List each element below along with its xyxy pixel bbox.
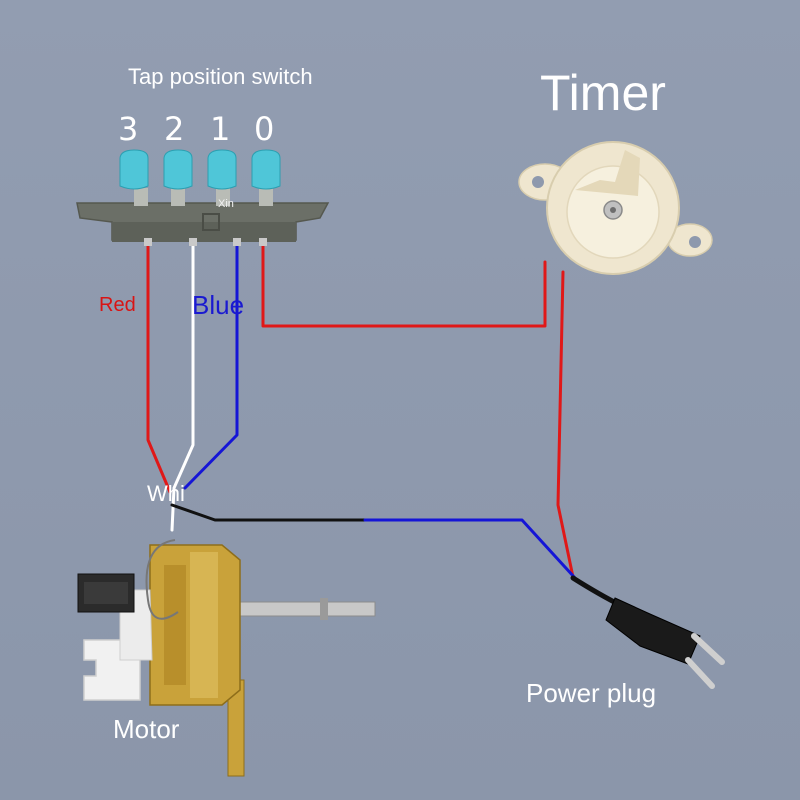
- terminal: [144, 238, 152, 246]
- wires: [146, 241, 577, 580]
- push-button-icon[interactable]: [119, 149, 149, 206]
- rotary-timer-icon: [518, 141, 713, 275]
- red-wire-plug: [556, 270, 575, 579]
- position-label: 1: [210, 110, 231, 148]
- push-button-icon[interactable]: [251, 149, 281, 206]
- blue-wire-plug: [363, 518, 577, 580]
- red-wire-timer: [261, 241, 547, 328]
- fan-motor-icon: [83, 539, 376, 777]
- timer-title: Timer: [540, 65, 666, 121]
- position-label: 0: [254, 110, 275, 148]
- terminal: [259, 238, 267, 246]
- red-wire-motor: [146, 241, 172, 494]
- switch-title: Tap position switch: [128, 64, 313, 89]
- capacitor-icon: [77, 573, 135, 613]
- blue-wire-label: Blue: [192, 290, 245, 320]
- white-wire-label: Whi: [147, 481, 185, 506]
- push-button-icon[interactable]: [207, 149, 237, 206]
- blue-wire-switch: [183, 241, 239, 490]
- switch-inner-label: Xin: [218, 198, 234, 210]
- motor-label: Motor: [113, 714, 180, 744]
- power-plug-label: Power plug: [526, 678, 657, 708]
- tap-switch: [76, 149, 330, 246]
- position-label: 3: [118, 110, 139, 148]
- power-plug-icon: [570, 575, 725, 689]
- terminal: [233, 238, 241, 246]
- red-wire-label: Red: [99, 294, 136, 316]
- terminal: [189, 238, 197, 246]
- white-wire: [170, 241, 195, 532]
- push-button-icon[interactable]: [163, 149, 193, 206]
- black-wire-common: [170, 503, 367, 522]
- position-label: 2: [164, 110, 185, 148]
